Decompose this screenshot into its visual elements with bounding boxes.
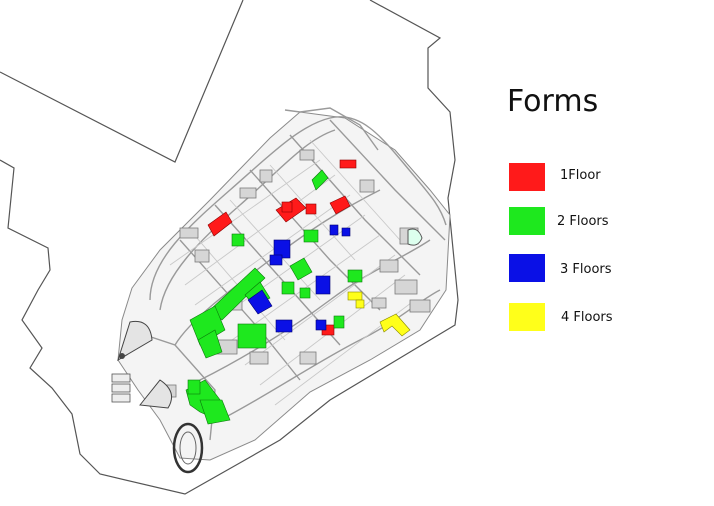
two-floor-buildings [185,169,363,425]
stadium [172,422,204,474]
legend-swatch-4-floors [509,303,545,331]
field-2 [139,379,173,409]
legend-label-3-floors: 3 Floors [560,262,612,277]
outer-boundary-line [0,0,244,163]
legend-swatch-3-floors [509,254,545,282]
legend-swatch-1-floor [509,163,545,191]
legend-title: Forms [507,84,599,119]
tennis-courts [111,373,131,403]
legend-swatch-2-floors [509,207,545,235]
baseball-field [117,320,153,362]
outer-boundary-right [0,0,459,495]
one-floor-buildings [207,159,357,336]
legend-label-4-floors: 4 Floors [561,310,613,325]
athletic-field-oval [407,228,423,246]
three-floor-buildings [247,224,351,333]
legend-label-2-floors: 2 Floors [557,214,609,229]
four-floor-buildings [347,291,411,337]
legend-label-1-floor: 1Floor [560,168,601,183]
